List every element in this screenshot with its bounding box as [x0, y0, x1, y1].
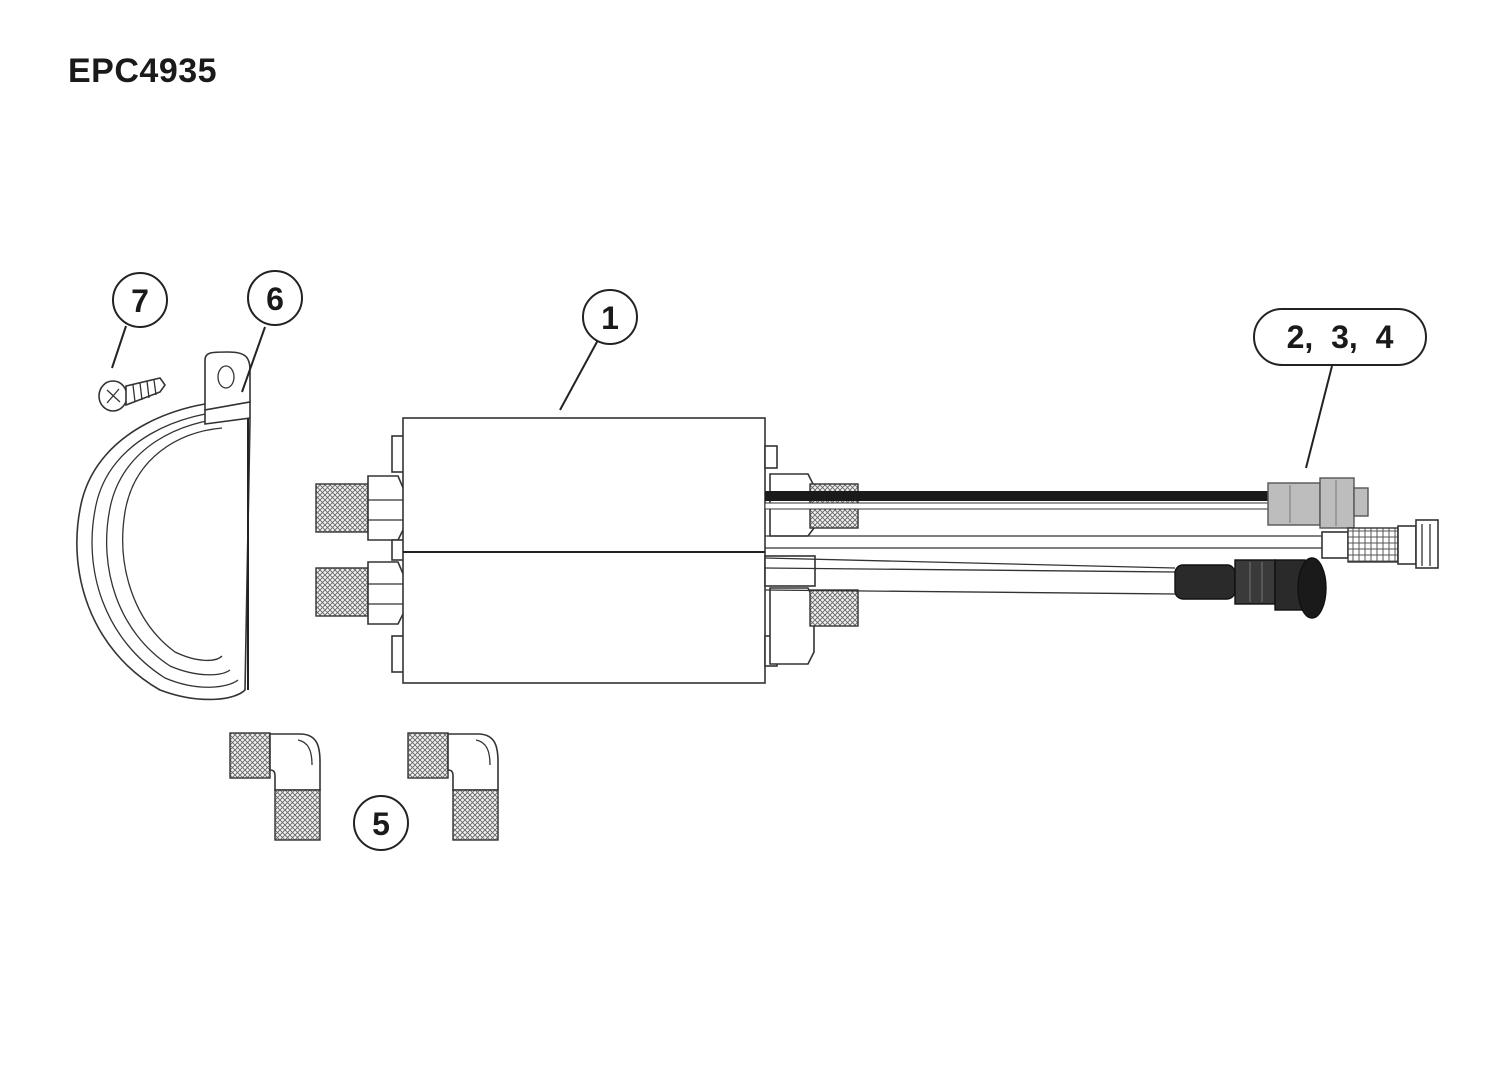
screw-icon: [98, 377, 166, 412]
m12-connector-icon: [1321, 519, 1439, 569]
sensor-body-icon: [315, 417, 859, 684]
callout-2-3-4: 2, 3, 4: [1253, 308, 1427, 366]
svg-text:7: 7: [131, 283, 149, 319]
elbow-fitting-icon: [229, 732, 321, 841]
svg-text:6: 6: [266, 281, 284, 317]
callout-5: 5: [353, 795, 409, 851]
gray-connector-icon: [1267, 477, 1369, 529]
callout-1: 1: [582, 289, 638, 345]
callout-6: 6: [247, 270, 303, 326]
svg-text:2, 3, 4: 2, 3, 4: [1287, 319, 1394, 355]
elbow-fitting-icon: [407, 732, 499, 841]
svg-text:5: 5: [372, 806, 390, 842]
page-title: EPC4935: [68, 52, 218, 90]
callout-7: 7: [112, 272, 168, 328]
clamp-icon: [76, 351, 251, 701]
svg-text:1: 1: [601, 300, 619, 336]
dark-connector-icon: [1174, 557, 1327, 619]
